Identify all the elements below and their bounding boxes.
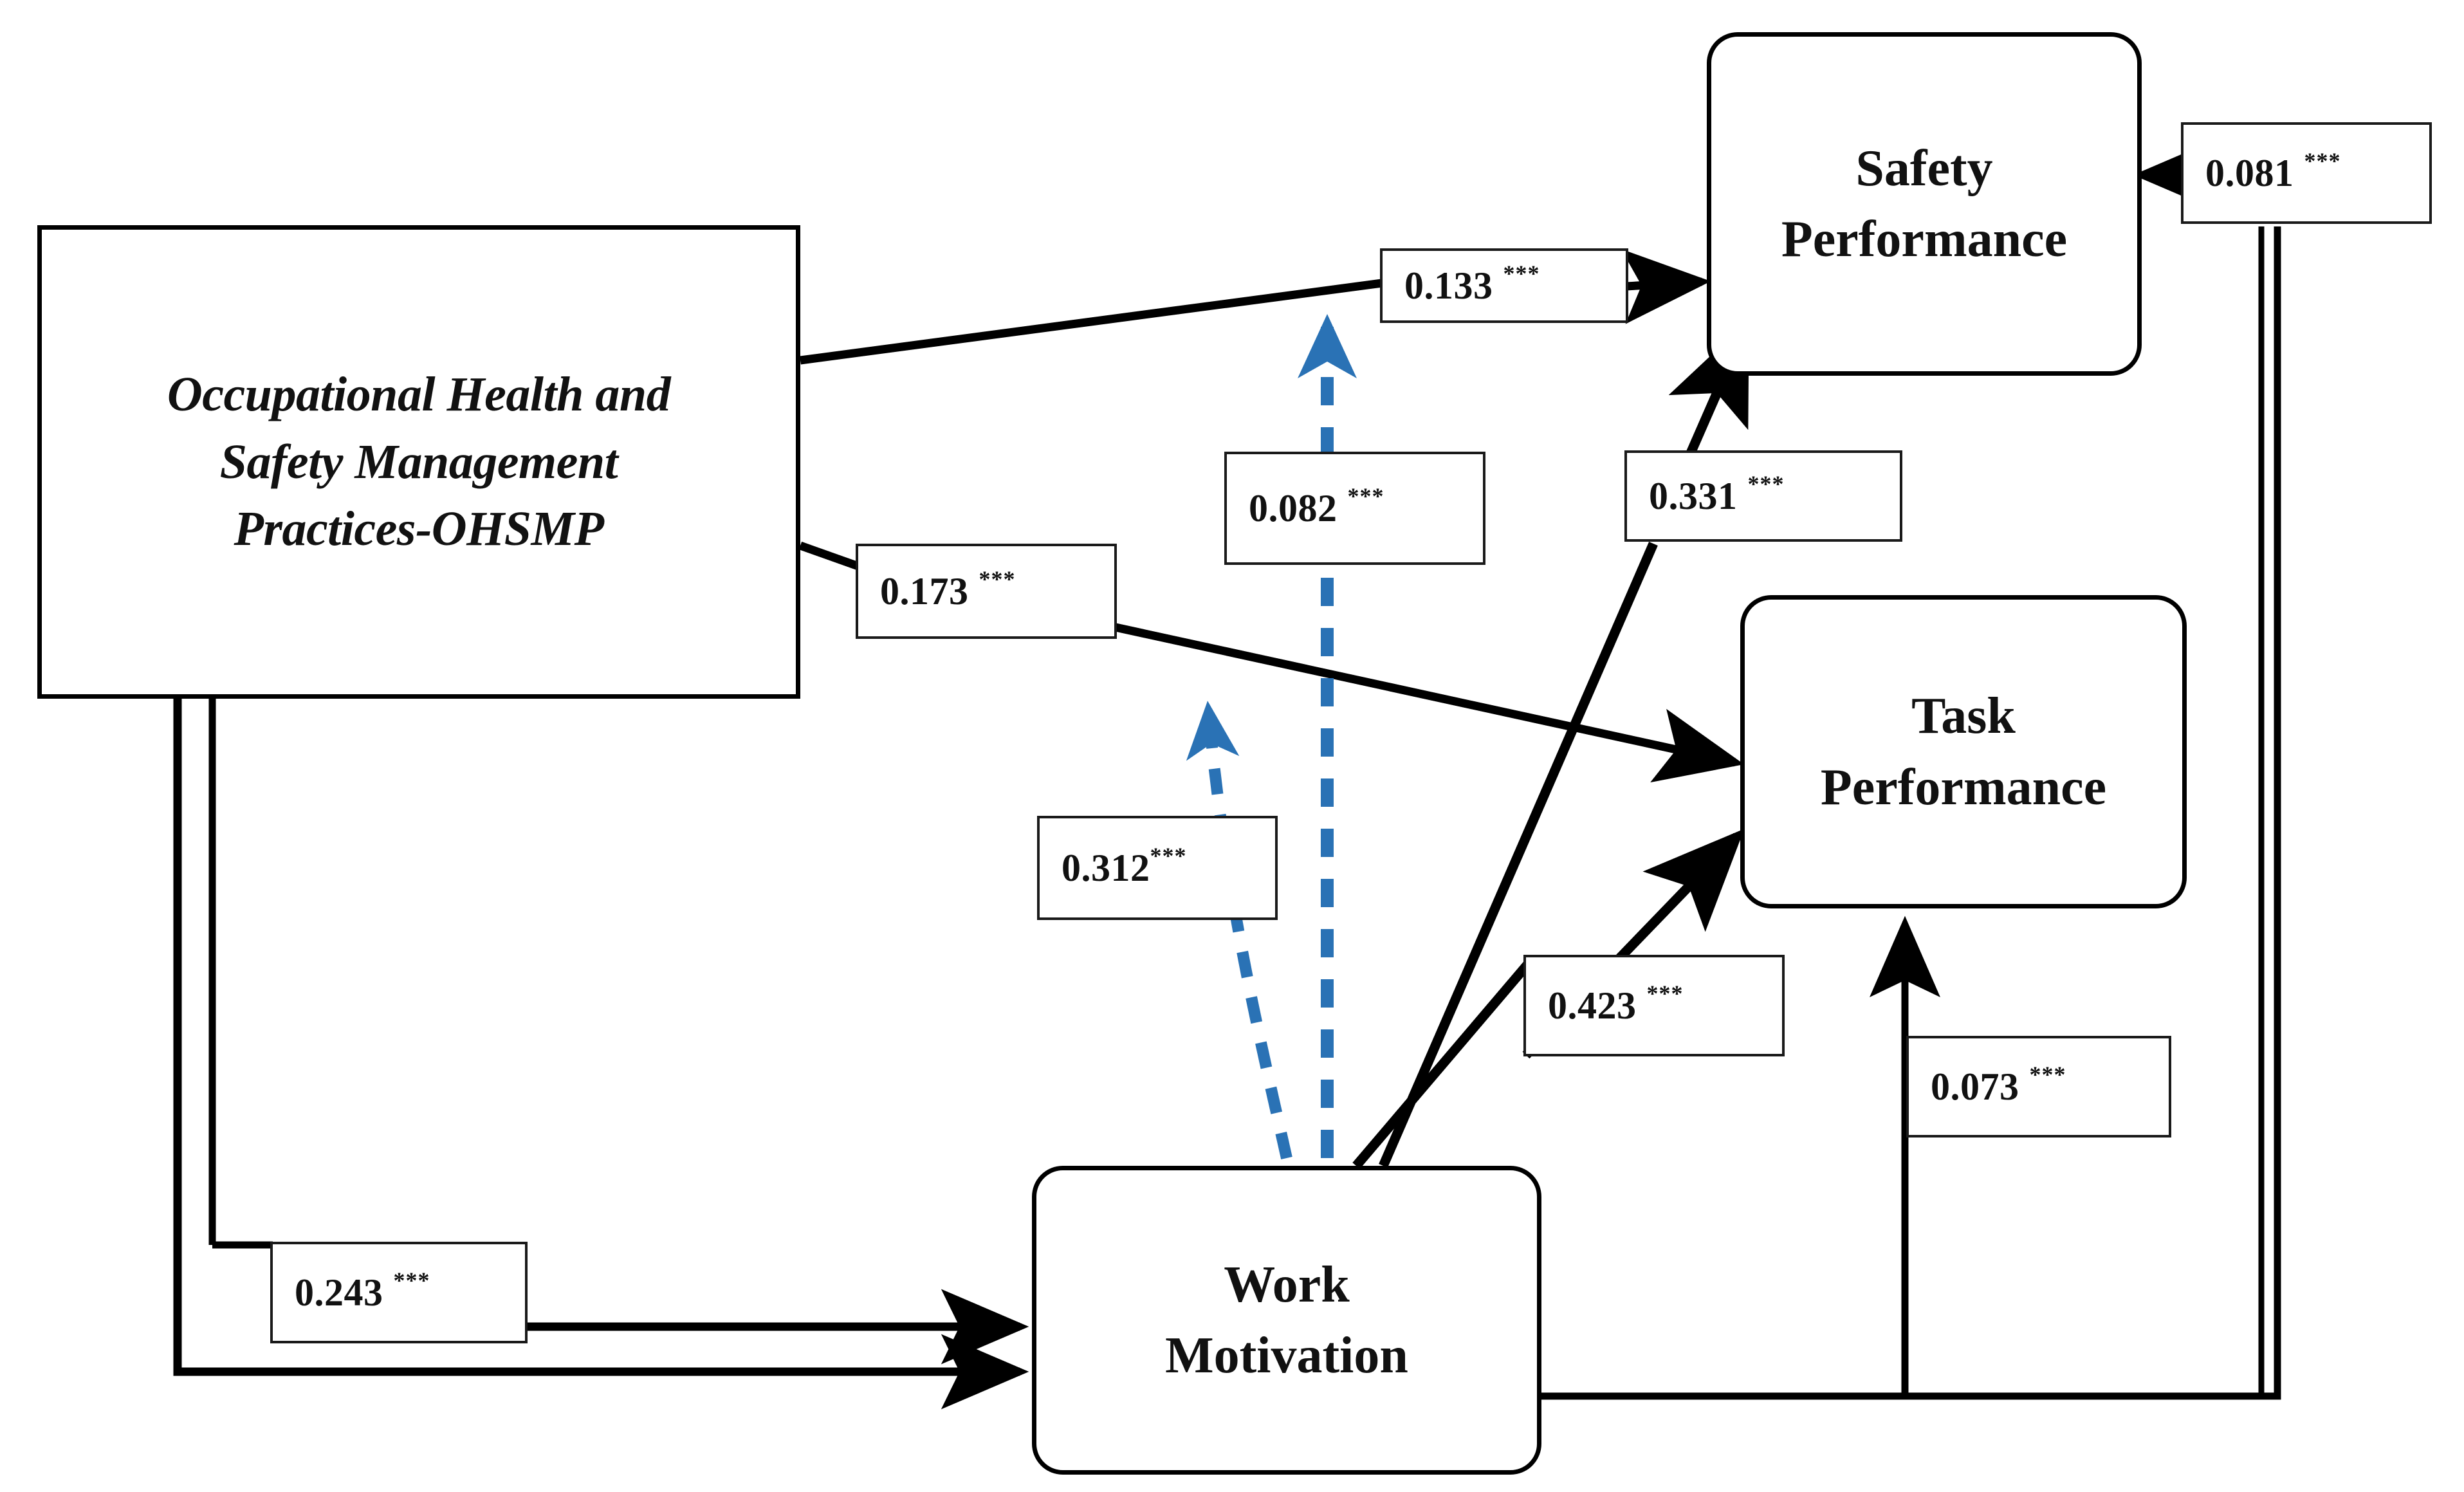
coefficient-value-0133: 0.133 *** [1383, 260, 1540, 308]
coefficient-value-0312: 0.312*** [1040, 842, 1187, 890]
significance-stars: *** [2029, 1061, 2066, 1087]
node-safety-performance[interactable]: Safety Performance [1707, 32, 2142, 376]
node-label-ohsmp: Occupational Health and Safety Managemen… [167, 367, 671, 557]
coefficient-number: 0.133 [1404, 264, 1493, 307]
edge-ohsmp-to-work-motivation-inner [208, 699, 1029, 1365]
coefficient-value-0331: 0.331 *** [1627, 470, 1785, 519]
coefficient-label-work-motivation-to-task-performance[interactable]: 0.423 *** [1523, 955, 1785, 1056]
significance-stars: *** [1347, 483, 1384, 509]
coefficient-label-rail-to-task-performance[interactable]: 0.073 *** [1906, 1036, 2171, 1137]
node-task-performance[interactable]: Task Performance [1740, 595, 2187, 908]
coefficient-label-work-motivation-to-safety-performance[interactable]: 0.331 *** [1624, 450, 1902, 542]
coefficient-label-outer-to-safety-performance[interactable]: 0.081 *** [2181, 122, 2432, 224]
edge-ohsmp-to-task-performance [798, 541, 1744, 783]
coefficient-number: 0.423 [1548, 984, 1637, 1027]
significance-stars: *** [1503, 260, 1540, 286]
coefficient-value-0173: 0.173 *** [858, 566, 1016, 614]
coefficient-number: 0.081 [2205, 151, 2294, 194]
node-label-work-motivation: Work Motivation [1165, 1256, 1408, 1384]
node-label-safety-performance: Safety Performance [1781, 140, 2068, 268]
coefficient-label-ohsmp-to-work-motivation[interactable]: 0.243 *** [270, 1242, 528, 1343]
coefficient-label-indirect-mediation[interactable]: 0.312*** [1037, 816, 1278, 920]
significance-stars: *** [979, 566, 1016, 592]
coefficient-value-0243: 0.243 *** [273, 1267, 430, 1315]
coefficient-number: 0.082 [1249, 486, 1338, 530]
significance-stars: *** [1747, 470, 1785, 497]
edge-ohsmp-to-safety-performance [800, 248, 1711, 365]
node-label-task-performance: Task Performance [1820, 688, 2107, 816]
coefficient-number: 0.073 [1931, 1065, 2019, 1108]
coefficient-value-0082: 0.082 *** [1227, 483, 1384, 531]
coefficient-label-indirect-to-safety-performance[interactable]: 0.082 *** [1224, 452, 1485, 565]
coefficient-number: 0.173 [880, 569, 969, 612]
significance-stars: *** [393, 1267, 430, 1293]
node-work-motivation[interactable]: Work Motivation [1032, 1166, 1541, 1475]
significance-stars: *** [2304, 147, 2341, 174]
significance-stars: *** [1646, 980, 1684, 1006]
coefficient-value-0423: 0.423 *** [1526, 980, 1684, 1028]
edge-outer-feedback-rail [1541, 137, 2281, 1400]
coefficient-number: 0.331 [1649, 474, 1738, 517]
edge-ohsmp-to-work-motivation-outer [173, 699, 1029, 1410]
coefficient-value-0081: 0.081 *** [2184, 147, 2341, 196]
coefficient-number: 0.312 [1062, 846, 1150, 889]
node-occupational-health-safety-management-practices[interactable]: Occupational Health and Safety Managemen… [37, 225, 800, 699]
coefficient-value-0073: 0.073 *** [1909, 1061, 2066, 1109]
significance-stars: *** [1150, 842, 1187, 869]
edge-indirect-effect-mediation [1186, 701, 1292, 1159]
coefficient-label-ohsmp-to-safety-performance[interactable]: 0.133 *** [1380, 248, 1628, 323]
coefficient-label-ohsmp-to-task-performance[interactable]: 0.173 *** [856, 544, 1117, 639]
coefficient-number: 0.243 [295, 1271, 383, 1314]
